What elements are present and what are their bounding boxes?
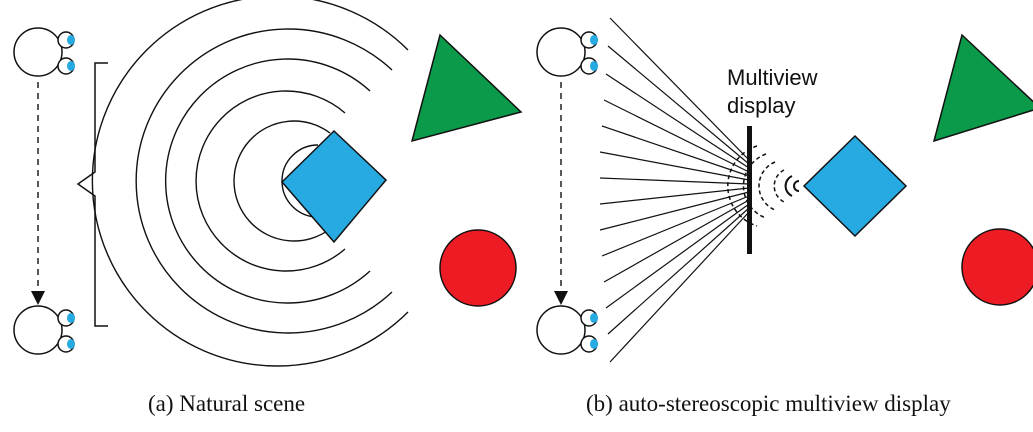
display-label-line2: display bbox=[727, 93, 795, 118]
multiview-display-panel bbox=[747, 126, 752, 254]
caption-a: (a) Natural scene bbox=[148, 391, 305, 416]
caption-b: (b) auto-stereoscopic multiview display bbox=[586, 391, 951, 416]
panel-b-multiview-display: Multiview display (b) auto-stereoscopic … bbox=[536, 17, 1033, 416]
view-rays bbox=[599, 17, 750, 363]
panel-a-natural-scene: (a) Natural scene bbox=[13, 0, 523, 416]
green-triangle bbox=[932, 33, 1033, 143]
red-circle bbox=[439, 229, 517, 307]
wavefront-arcs bbox=[91, 0, 409, 367]
brace-icon bbox=[76, 62, 108, 327]
dashed-wavefronts bbox=[727, 145, 785, 227]
head-top-view-icon bbox=[536, 27, 598, 77]
red-circle bbox=[961, 228, 1033, 306]
display-label-line1: Multiview bbox=[727, 65, 818, 90]
head-top-view-icon bbox=[536, 305, 598, 355]
head-top-view-icon bbox=[13, 27, 75, 77]
blue-diamond bbox=[802, 134, 908, 238]
green-triangle bbox=[410, 33, 523, 143]
head-top-view-icon bbox=[13, 305, 75, 355]
solid-wavefronts bbox=[784, 175, 800, 197]
blue-diamond bbox=[280, 129, 388, 244]
